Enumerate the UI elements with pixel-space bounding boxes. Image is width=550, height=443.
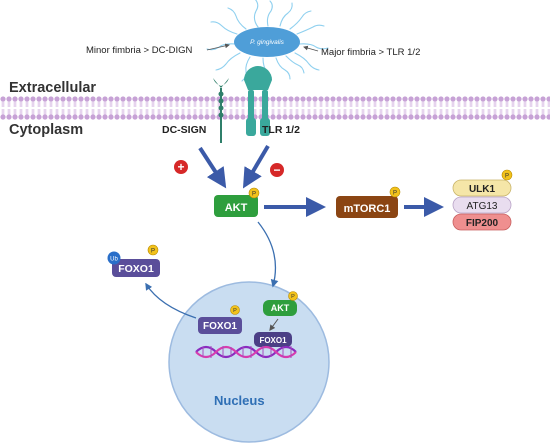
minor-fimbria-label: Minor fimbria > DC-DIGN xyxy=(86,45,192,56)
fip200-node xyxy=(452,213,512,231)
activation-sign xyxy=(174,160,188,174)
dc-sign-receptor xyxy=(213,78,229,143)
atg13-node xyxy=(452,196,512,214)
foxo1-cytoplasmic-phospho-badge xyxy=(147,244,159,256)
foxo1-cytoplasmic-label: FOXO1 xyxy=(118,263,154,275)
dc-sign-label: DC-SIGN xyxy=(162,124,206,136)
ulk1-label: ULK1 xyxy=(469,184,496,195)
akt-label: AKT xyxy=(225,202,248,214)
akt-phospho-badge xyxy=(248,187,260,199)
bacterium-body xyxy=(234,27,300,57)
foxo1-nuclear-phospho-text: P xyxy=(233,308,237,314)
bacterium-p-gingivalis: P. gingivalis xyxy=(206,0,329,83)
major-fimbria-pointer xyxy=(303,45,319,52)
akt-phospho-text: P xyxy=(252,192,256,198)
dna-helix xyxy=(195,345,297,359)
cytoplasm-label: Cytoplasm xyxy=(9,122,83,138)
foxo1-nuclear-node xyxy=(198,317,242,334)
ulk1-node xyxy=(452,179,512,197)
nucleus-label: Nucleus xyxy=(214,393,265,408)
akt-nuclear-phospho-text: P xyxy=(291,294,295,300)
foxo1-nuclear-phospho-badge xyxy=(230,305,240,315)
mtorc1-node xyxy=(336,196,398,218)
cell-membrane xyxy=(0,96,550,120)
ulk1-phospho-text: P xyxy=(505,174,509,180)
akt-to-nucleus-arrow xyxy=(257,221,279,288)
inhibition-sign-text: − xyxy=(273,163,280,177)
minor-fimbria-pointer xyxy=(206,43,230,51)
foxo1-dna-node xyxy=(254,332,292,347)
foxo1-dna-label: FOXO1 xyxy=(259,336,287,345)
ulk1-phospho-badge xyxy=(501,169,513,181)
ubiquitin-badge-text: Ub xyxy=(110,257,118,263)
ubiquitin-badge xyxy=(107,251,121,265)
fip200-label: FIP200 xyxy=(466,218,499,229)
foxo1-cytoplasmic-phospho-text: P xyxy=(151,249,155,255)
foxo1-nuclear-label: FOXO1 xyxy=(203,321,237,332)
akt-nuclear-node xyxy=(263,300,297,316)
inhibition-sign xyxy=(270,163,284,177)
mtorc1-phospho-text: P xyxy=(393,191,397,197)
ulk1-complex: ULK1 P ATG13 FIP200 xyxy=(452,169,513,231)
major-fimbria-label: Major fimbria > TLR 1/2 xyxy=(321,47,420,58)
tlr-receptor xyxy=(244,66,272,136)
foxo1-export-arrow xyxy=(145,282,197,319)
extracellular-label: Extracellular xyxy=(9,80,96,96)
foxo1-cytoplasmic-node xyxy=(112,259,160,277)
dc-sign-to-akt-arrow xyxy=(198,146,227,189)
akt-node xyxy=(214,195,258,217)
mtorc1-label: mTORC1 xyxy=(344,203,391,215)
akt-nuclear-label: AKT xyxy=(271,303,290,313)
tlr-to-akt-arrow xyxy=(242,144,270,189)
mtorc1-phospho-badge xyxy=(389,186,401,198)
atg13-label: ATG13 xyxy=(467,201,498,212)
bacterium-label: P. gingivalis xyxy=(250,39,285,46)
akt-to-foxo1-arrow xyxy=(269,318,279,331)
nucleus xyxy=(168,281,330,443)
tlr-label: TLR 1/2 xyxy=(262,124,300,136)
activation-sign-text: + xyxy=(177,160,184,174)
akt-nuclear-phospho-badge xyxy=(288,291,298,301)
